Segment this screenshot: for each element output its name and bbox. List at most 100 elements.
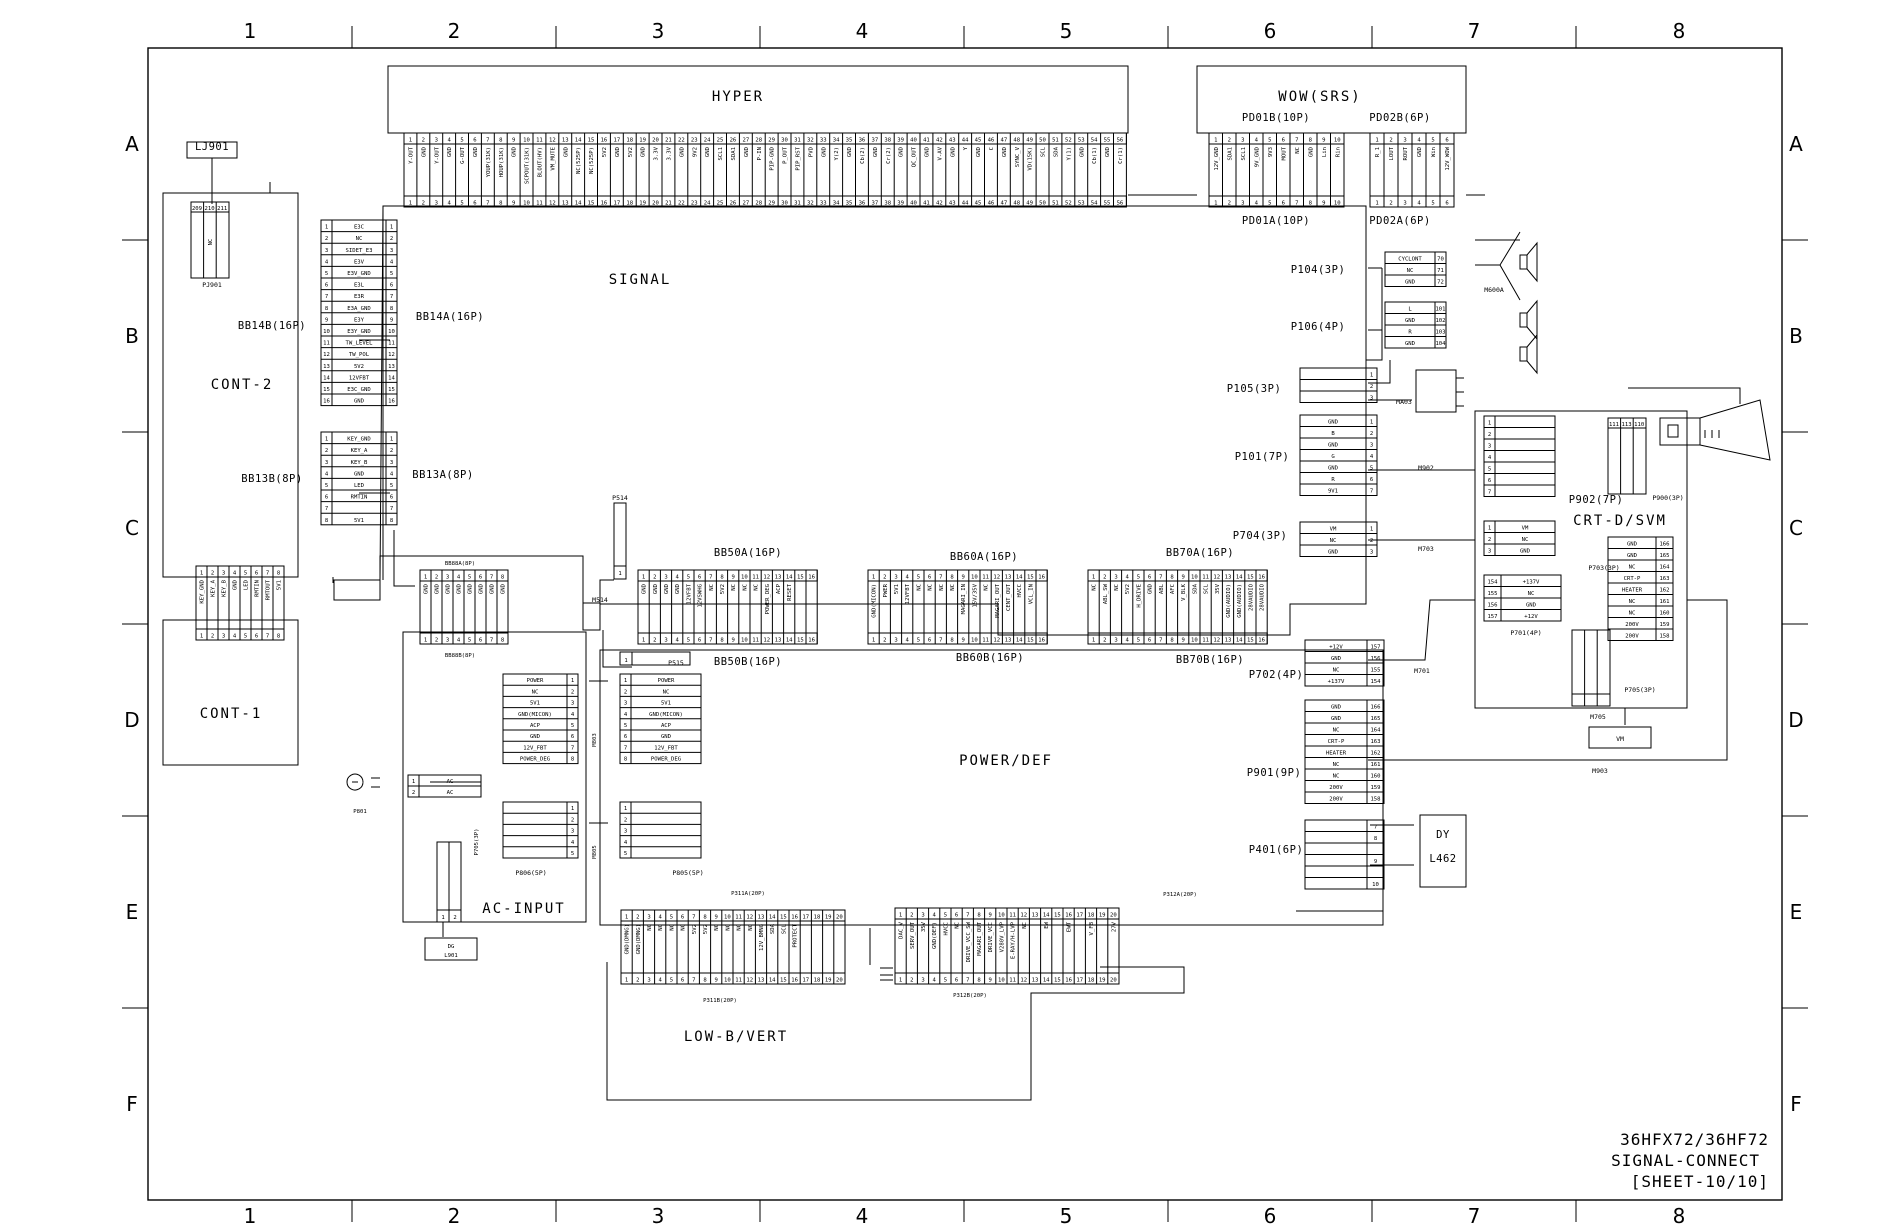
p805-connector-pin-4: 4 — [624, 840, 628, 846]
hyper-connector-pin-8: 8 — [499, 138, 503, 144]
p902-connector-pin-1: 1 — [1488, 421, 1491, 427]
hyper-connector-pin-10-b: 10 — [523, 201, 530, 207]
p311-connector-pin-20: 20 — [836, 915, 843, 921]
hyper-connector-pin-29: 29 — [768, 138, 775, 144]
p101-connector-label-5: GND — [1328, 466, 1339, 472]
p311-connector-label-6: NC — [681, 924, 687, 931]
hyper-connector-pin-39: 39 — [897, 138, 904, 144]
p515-list-connector-pin-4: 4 — [624, 712, 628, 718]
hyper-connector-label-51: SDA — [1053, 146, 1059, 157]
bb14-connector-label-10: E3Y_GND — [347, 329, 371, 335]
p515-list-connector-label-6: GND — [661, 734, 672, 740]
title-model: 36HFX72/36HF72 — [1620, 1130, 1769, 1149]
title-block: 36HFX72/36HF72 SIGNAL-CONNECT [SHEET-10/… — [1611, 1130, 1769, 1191]
hyper-connector-pin-50: 50 — [1039, 138, 1046, 144]
bb14-connector-label-11: TW_LEVEL — [346, 341, 374, 347]
hyper-connector-pin-36-b: 36 — [859, 201, 866, 207]
label-bb50a: BB50A(16P) — [714, 547, 782, 559]
bb70-connector-pin-12-b: 12 — [1213, 638, 1220, 644]
p901-connector-pin-164-r: 164 — [1370, 728, 1381, 734]
ac-input-board-label: AC-INPUT — [482, 901, 565, 917]
label-p901: P901(9P) — [1247, 767, 1302, 779]
low-b-vert-board-outline — [606, 962, 1185, 1101]
bb70-connector-pin-7-b: 7 — [1159, 638, 1162, 644]
bb70-connector-label-12: 35V — [1215, 583, 1221, 594]
m803-connector-label-7: 12V_FBT — [523, 745, 547, 751]
bb50-connector-pin-9-b: 9 — [732, 638, 735, 644]
pd02-connector-pin-3: 3 — [1403, 138, 1406, 144]
pd01-connector-label-9: Lin — [1322, 147, 1328, 157]
grid-row-left-B: B — [125, 324, 139, 348]
grid-col-bottom-2: 2 — [448, 1204, 461, 1228]
p703-connector-label-2: NC — [1522, 537, 1529, 543]
p311-connector-label-5: NC — [669, 924, 675, 931]
p312-connector-pin-8: 8 — [977, 913, 981, 919]
bb14-connector-label-8: E3A_GND — [347, 306, 371, 312]
bb13-connector-pin-4-r: 4 — [390, 471, 394, 477]
label-m805: M805 — [592, 845, 598, 858]
p104-connector-pin-72-r: 72 — [1437, 280, 1444, 286]
crt-p901-connector-label-166: GND — [1627, 542, 1638, 548]
bb88-connector-label-6: GND — [479, 583, 485, 594]
p312-connector-pin-12: 12 — [1020, 913, 1027, 919]
bb50-connector-pin-7: 7 — [709, 575, 712, 581]
p701-connector-pin-155: 155 — [1487, 591, 1497, 597]
hyper-connector-label-43: GND — [950, 146, 956, 157]
bb60-connector-label-10: 15V/35V — [972, 583, 978, 607]
pd01-connector-pin-4: 4 — [1255, 138, 1259, 144]
m803-connector-label-4: GND(MICON) — [518, 712, 552, 718]
hyper-connector-pin-26-b: 26 — [730, 201, 737, 207]
grid-row-left-A: A — [125, 132, 139, 156]
hyper-connector-label-38: Cr(2) — [886, 147, 892, 164]
pd01-connector-label-3: SCL1 — [1241, 147, 1247, 160]
p101-connector-label-3: GND — [1328, 443, 1339, 449]
bb60-connector-pin-14: 14 — [1016, 575, 1023, 581]
p311-connector-pin-6: 6 — [681, 915, 684, 921]
hyper-connector-pin-17-b: 17 — [613, 201, 620, 207]
bb14-connector-pin-1: 1 — [325, 225, 328, 231]
bb70-connector-pin-13-b: 13 — [1225, 638, 1232, 644]
p704-connector-frame — [1299, 521, 1378, 557]
p106-connector-label-103: R — [1408, 330, 1412, 336]
p806-connector-frame — [502, 801, 579, 859]
p901-connector-label-162: HEATER — [1326, 751, 1347, 757]
hyper-connector-pin-26: 26 — [730, 138, 737, 144]
bb50-connector-pin-5: 5 — [687, 575, 690, 581]
p312-connector-pin-12-b: 12 — [1020, 978, 1027, 984]
p312-connector-pin-3-b: 3 — [921, 978, 924, 984]
p311-connector-pin-11-b: 11 — [735, 978, 742, 984]
hyper-connector-label-5: G-OUT — [460, 146, 466, 163]
label-lj901: LJ901 — [195, 141, 229, 153]
label-p705: P705(3P) — [474, 829, 480, 856]
m803-connector-pin-4-r: 4 — [571, 712, 575, 718]
grid-row-right-F: F — [1790, 1092, 1802, 1116]
p101-connector-label-1: GND — [1328, 420, 1339, 426]
p311-connector-pin-1: 1 — [625, 915, 628, 921]
bb70-connector-pin-11: 11 — [1202, 575, 1209, 581]
pd01-connector-label-1: 12V_GND — [1214, 146, 1220, 170]
p105-connector: 123 — [1299, 367, 1378, 403]
p311-connector-label-15: SCL — [781, 923, 787, 934]
p515-list-connector-pin-3: 3 — [624, 701, 627, 707]
bb70-connector-pin-1-b: 1 — [1092, 638, 1095, 644]
p704-connector-pin-1-r: 1 — [1370, 527, 1373, 533]
hyper-connector-pin-34: 34 — [833, 138, 840, 144]
bb60-connector-label-9: MAGARI_IN — [961, 584, 967, 614]
p901-connector-label-160: NC — [1333, 774, 1340, 780]
bb50-connector-label-3: GND — [664, 583, 670, 594]
hyper-connector-label-37: GND — [873, 146, 879, 157]
grid-col-bottom-8: 8 — [1673, 1204, 1686, 1228]
bb14-connector-label-9: E3Y — [354, 317, 365, 323]
p515-list-connector-label-7: 12V_FBT — [654, 745, 678, 751]
grid-col-top-7: 7 — [1468, 19, 1481, 43]
hyper-connector-pin-36: 36 — [859, 138, 866, 144]
hyper-connector-pin-13-b: 13 — [562, 201, 569, 207]
p311-connector-label-11: NC — [737, 924, 743, 931]
label-bb70a: BB70A(16P) — [1166, 547, 1234, 559]
bb70-connector-pin-13: 13 — [1225, 575, 1232, 581]
bb60-connector-pin-7: 7 — [939, 575, 942, 581]
p312-connector-pin-3: 3 — [921, 913, 924, 919]
